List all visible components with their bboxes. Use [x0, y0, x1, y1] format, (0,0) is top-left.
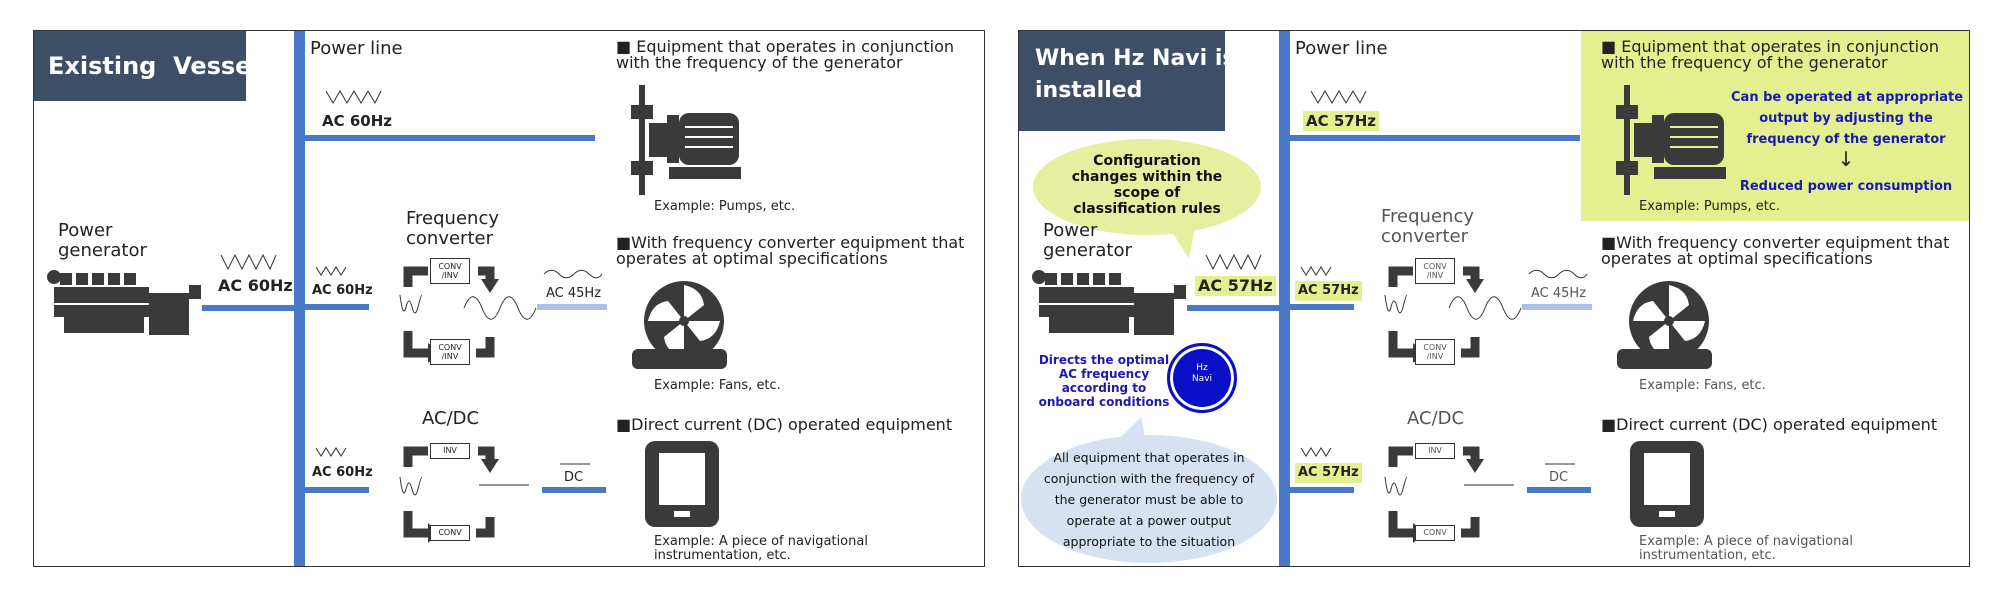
pump-icon [631, 85, 741, 195]
dc-symbol-icon [560, 463, 590, 465]
row3-ac-label: AC 60Hz [312, 465, 373, 480]
sine-wave-icon [325, 90, 382, 105]
eq1-title: ■ Equipment that operates in conjunction… [1601, 37, 1939, 72]
configuration-bubble: Configuration changes within the scope o… [1033, 139, 1261, 235]
ac-45hz-label: AC 45Hz [1531, 286, 1587, 301]
conv-inv-bottom-box: CONV /INV [430, 339, 470, 365]
generator-ac-label: AC 60Hz [218, 276, 293, 295]
eq1-note: Can be operated at appropriate output by… [1731, 90, 1964, 147]
acdc-line [1290, 487, 1354, 493]
converter-output-line [537, 304, 607, 310]
reduced-consumption-text: Reduced power consumption [1739, 179, 1953, 194]
panel-title: Existing Vessels [34, 31, 274, 101]
generator-label: Power generator [1043, 220, 1132, 261]
frequency-converter-label: Frequency converter [406, 208, 499, 249]
fan-icon [1617, 281, 1712, 369]
eq3-title: ■Direct current (DC) operated equipment [616, 415, 953, 434]
sine-wave-icon [399, 476, 423, 496]
sine-wave-icon [1384, 294, 1408, 314]
eq2-example: Example: Fans, etc. [1639, 378, 1766, 393]
hz-navi-panel: When Hz Navi is installed Power line AC … [1018, 30, 1970, 567]
eq1-title: ■ Equipment that operates in conjunction… [616, 37, 954, 72]
power-line-top [1290, 135, 1580, 141]
power-line-label: Power line [1295, 38, 1388, 59]
generator-icon [1032, 270, 1186, 335]
ac-top-label: AC 60Hz [322, 112, 392, 130]
row2-ac-label: AC 60Hz [312, 283, 373, 298]
row2-ac-label: AC 57Hz [1295, 281, 1362, 301]
ac-top-label: AC 57Hz [1303, 111, 1379, 131]
power-line-bus [1279, 31, 1290, 566]
generator-icon [47, 270, 201, 335]
sine-wave-icon [1448, 296, 1522, 320]
eq1-example: Example: Pumps, etc. [654, 199, 796, 214]
sine-wave-icon [220, 253, 277, 271]
dc-line-icon [1464, 484, 1514, 486]
conv-box: CONV [430, 525, 470, 541]
acdc-label: AC/DC [422, 408, 480, 429]
dc-line-icon [479, 484, 529, 486]
eq3-example: Example: A piece of navigational instrum… [1639, 534, 1853, 563]
acdc-label: AC/DC [1407, 408, 1465, 429]
eq3-title: ■Direct current (DC) operated equipment [1601, 415, 1938, 434]
fan-icon [632, 281, 727, 369]
conv-inv-top-box: CONV /INV [430, 258, 470, 284]
sine-wave-icon [315, 447, 347, 457]
converter-output-line [1522, 304, 1592, 310]
generator-line [1187, 305, 1279, 311]
inv-box: INV [1415, 443, 1455, 459]
generator-label: Power generator [58, 220, 147, 261]
power-line-bus [294, 31, 305, 566]
sine-wave-icon [315, 266, 347, 276]
eq2-example: Example: Fans, etc. [654, 378, 781, 393]
ac-45hz-label: AC 45Hz [546, 286, 602, 301]
existing-vessels-panel: Existing Vessels Power line AC 60Hz Powe… [33, 30, 985, 567]
all-equipment-bubble: All equipment that operates in conjuncti… [1021, 435, 1277, 563]
directs-text: Directs the optimal AC frequency accordi… [1038, 353, 1170, 409]
conv-inv-top-box: CONV /INV [1415, 258, 1455, 284]
tablet-icon [1630, 441, 1704, 527]
dc-label: DC [1549, 470, 1569, 485]
sine-wave-icon [463, 296, 537, 320]
sine-wave-icon [1384, 476, 1408, 496]
dc-label: DC [564, 470, 584, 485]
hz-navi-badge[interactable] [1167, 343, 1237, 413]
row3-ac-label: AC 57Hz [1295, 463, 1362, 483]
inv-box: INV [430, 443, 470, 459]
eq2-title: ■With frequency converter equipment that… [1601, 233, 1950, 268]
bubble-pointer [1169, 227, 1195, 259]
conv-box: CONV [1415, 525, 1455, 541]
eq1-example: Example: Pumps, etc. [1639, 199, 1781, 214]
dc-symbol-icon [1545, 463, 1575, 465]
generator-line [202, 305, 294, 311]
power-line-top [305, 135, 595, 141]
frequency-converter-label: Frequency converter [1381, 206, 1474, 247]
sine-wave-icon [399, 294, 423, 314]
panel-title: When Hz Navi is installed [1019, 31, 1235, 131]
sine-wave-icon [1528, 269, 1588, 279]
hz-navi-label: Hz Navi [1191, 363, 1213, 384]
pump-icon [1616, 85, 1726, 195]
sine-wave-icon [1205, 253, 1262, 271]
eq2-title: ■With frequency converter equipment that… [616, 233, 965, 268]
converter-line [305, 304, 369, 310]
power-line-label: Power line [310, 38, 403, 59]
tablet-icon [645, 441, 719, 527]
eq3-example: Example: A piece of navigational instrum… [654, 534, 868, 563]
acdc-line [305, 487, 369, 493]
generator-ac-label: AC 57Hz [1195, 276, 1276, 296]
dc-line [542, 487, 606, 493]
sine-wave-icon [543, 269, 603, 279]
dc-line [1527, 487, 1591, 493]
sine-wave-icon [1310, 90, 1367, 105]
down-arrow-icon: ↓ [1837, 147, 1855, 171]
sine-wave-icon [1300, 266, 1332, 276]
conv-inv-bottom-box: CONV /INV [1415, 339, 1455, 365]
sine-wave-icon [1300, 447, 1332, 457]
converter-line [1290, 304, 1354, 310]
